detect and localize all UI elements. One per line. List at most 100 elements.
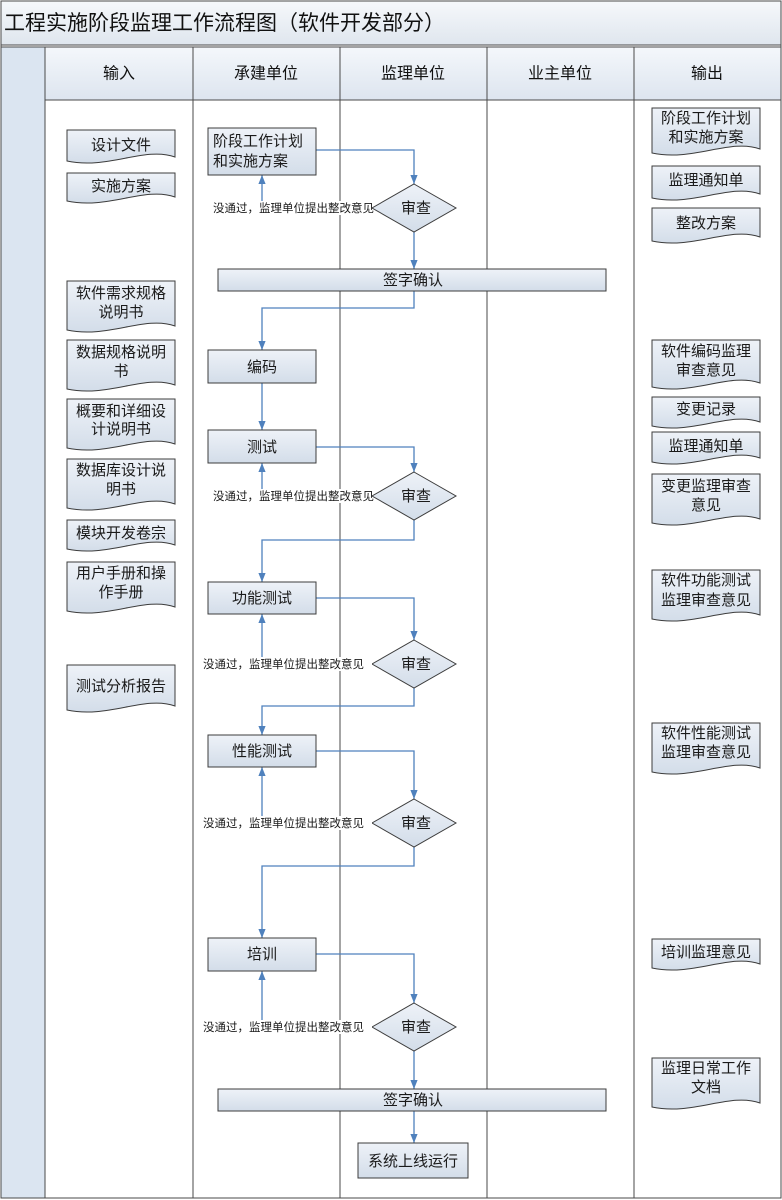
document-label: 计说明书: [91, 420, 151, 438]
process-box: [207, 429, 317, 464]
document-shape: [66, 280, 176, 333]
document-label: 意见: [691, 496, 721, 514]
design-spec-doc: 概要和详细设 计说明书: [66, 398, 176, 451]
reject-note-background: [201, 657, 372, 671]
performance-test-review-doc: 软件性能测试 监理审查意见: [651, 722, 761, 775]
connector-arrow: [258, 520, 415, 582]
review-label: 审查: [401, 199, 431, 217]
document-label: 数据规格说明: [76, 343, 166, 361]
review-decision: 审查 没通过，监理单位提出整改意见: [201, 639, 458, 689]
test-analysis-report-doc: 测试分析报告: [66, 664, 176, 713]
process-label: 阶段工作计划: [213, 132, 303, 150]
document-label: 作手册: [98, 583, 143, 601]
document-label: 变更监理审查: [661, 477, 751, 495]
process-box: [207, 937, 317, 972]
document-label: 培训监理意见: [661, 943, 751, 961]
document-shape: [651, 722, 761, 775]
process-label: 测试: [247, 438, 277, 456]
document-shape: [651, 431, 761, 465]
reject-note-background: [201, 816, 372, 830]
daily-work-records-doc: 监理日常工作 文档: [651, 1057, 761, 1110]
document-label: 监理通知单: [668, 437, 743, 455]
lane-gutter: [1, 47, 45, 1198]
change-record-doc: 变更记录: [651, 396, 761, 429]
implementation-plan-doc: 实施方案: [66, 172, 176, 204]
phase-plan-step: 阶段工作计划 和实施方案: [207, 127, 317, 176]
document-shape: [66, 172, 176, 204]
reject-note-background: [201, 1020, 372, 1034]
document-label: 软件编码监理: [661, 342, 751, 360]
document-label: 监理审查意见: [661, 591, 751, 609]
data-spec-doc: 数据规格说明 书: [66, 339, 176, 392]
lane-header-owner: 业主单位: [528, 64, 592, 83]
connector-arrow: [316, 149, 418, 184]
document-label: 监理审查意见: [661, 743, 751, 761]
document-label: 变更记录: [676, 400, 736, 418]
signoff-bar: 签字确认: [217, 268, 607, 292]
reject-arrow: [258, 971, 372, 1028]
document-label: 说明书: [98, 303, 143, 321]
lane-header-supervisor: 监理单位: [381, 64, 445, 83]
input-lane-documents: 设计文件 实施方案 软件需求规格 说明书 数据规格说明 书 概要和详细设 计说明…: [66, 129, 176, 713]
reject-arrow: [258, 767, 372, 824]
document-shape: [66, 458, 176, 511]
coding-step: 编码: [207, 349, 317, 384]
connector-arrow: [316, 750, 418, 799]
document-label: 用户手册和操: [76, 564, 166, 582]
document-shape: [66, 561, 176, 614]
change-review-opinion-doc: 变更监理审查 意见: [651, 473, 761, 526]
performance-test-step: 性能测试: [207, 734, 317, 768]
coding-review-opinion-doc: 软件编码监理 审查意见: [651, 339, 761, 390]
phase-plan-doc: 阶段工作计划 和实施方案: [651, 107, 761, 156]
connector-arrow: [316, 597, 418, 640]
supervision-notice-doc: 监理通知单: [651, 165, 761, 201]
process-label: 系统上线运行: [368, 1152, 458, 1170]
reject-note: 没通过，监理单位提出整改意见: [203, 657, 364, 671]
supervision-notice-doc-2: 监理通知单: [651, 431, 761, 465]
process-box: [207, 127, 317, 176]
connector-arrow: [258, 291, 415, 350]
reject-note: 没通过，监理单位提出整改意见: [203, 1020, 364, 1034]
document-shape: [651, 107, 761, 156]
document-label: 数据库设计说: [76, 461, 166, 479]
review-label: 审查: [401, 487, 431, 505]
diagram-title: 工程实施阶段监理工作流程图（软件开发部分）: [4, 11, 445, 35]
document-label: 软件性能测试: [661, 724, 751, 742]
function-test-step: 功能测试: [207, 581, 317, 615]
document-shape: [651, 473, 761, 526]
module-dev-folder-doc: 模块开发卷宗: [66, 519, 176, 552]
document-shape: [66, 129, 176, 164]
document-label: 软件需求规格: [76, 284, 166, 302]
reject-note: 没通过，监理单位提出整改意见: [203, 816, 364, 830]
document-label: 实施方案: [91, 177, 151, 195]
reject-note-background: [211, 489, 372, 503]
document-label: 设计文件: [91, 136, 151, 154]
process-label: 培训: [247, 945, 277, 963]
connector-arrow: [316, 953, 418, 1003]
reject-note: 没通过，监理单位提出整改意见: [213, 489, 374, 503]
signoff-box: [217, 1088, 607, 1112]
document-label: 审查意见: [676, 361, 736, 379]
process-box: [207, 349, 317, 384]
lane-header-contractor: 承建单位: [234, 64, 298, 83]
review-decision: 审查 没通过，监理单位提出整改意见: [211, 471, 458, 521]
title-bar: [0, 0, 782, 46]
database-design-doc: 数据库设计说 明书: [66, 458, 176, 511]
document-shape: [651, 339, 761, 390]
document-label: 概要和详细设: [76, 402, 166, 420]
document-label: 和实施方案: [668, 128, 743, 146]
rectification-plan-doc: 整改方案: [651, 207, 761, 244]
testing-step: 测试: [207, 429, 317, 464]
document-label: 阶段工作计划: [661, 109, 751, 127]
document-label: 整改方案: [676, 214, 736, 232]
review-decisions: 审查 没通过，监理单位提出整改意见 审查 没通过，监理单位提出整改意见 审查 没…: [201, 183, 458, 1052]
document-shape: [66, 339, 176, 392]
training-opinion-doc: 培训监理意见: [651, 938, 761, 971]
document-label: 文档: [691, 1078, 721, 1096]
review-decision: 审查 没通过，监理单位提出整改意见: [201, 1002, 458, 1052]
lane-header-output: 输出: [691, 64, 723, 83]
document-label: 书: [113, 362, 128, 380]
document-shape: [651, 207, 761, 244]
signoff-label: 签字确认: [383, 1091, 443, 1109]
